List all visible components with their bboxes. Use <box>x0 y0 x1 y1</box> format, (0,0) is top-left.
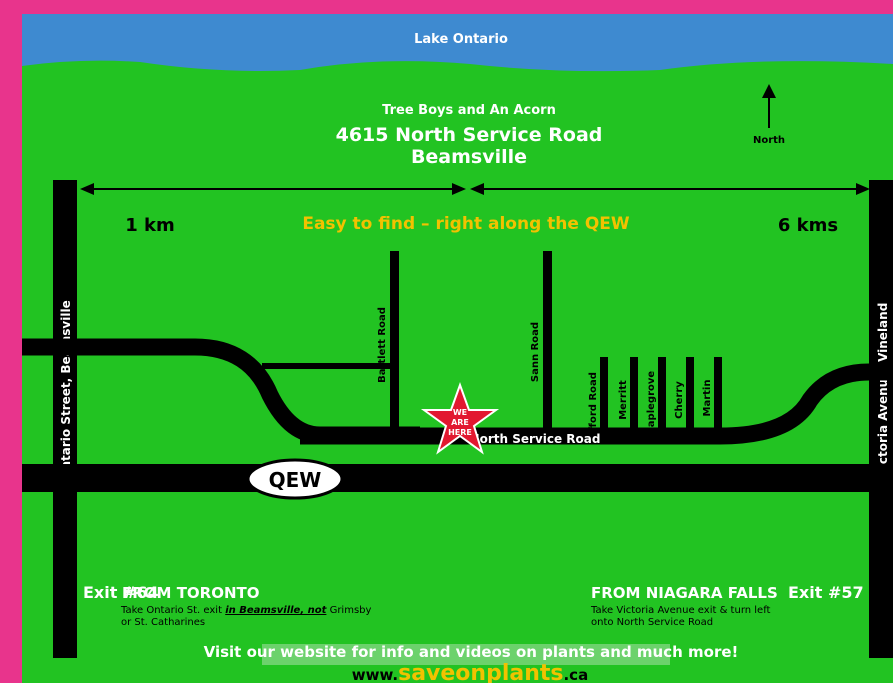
right-directions-line2: onto North Service Road <box>591 617 713 628</box>
url-brand: saveonplants <box>398 661 563 683</box>
cherry-label: Cherry <box>674 381 685 419</box>
tufford-label: Tufford Road <box>588 372 599 444</box>
footer-promo: Visit our website for info and videos on… <box>204 643 739 661</box>
cherry-road <box>686 357 694 437</box>
qew-shield <box>246 458 344 500</box>
left-text-post: Grimsby <box>326 605 371 616</box>
business-name: Tree Boys and An Acorn <box>382 103 556 118</box>
north-service-road <box>300 363 893 445</box>
victoria-avenue-label: Victoria Avenue, Vineland <box>876 303 890 478</box>
location-star-icon <box>420 382 500 455</box>
bartlett-label: Bartlett Road <box>377 307 388 383</box>
lake-label: Lake Ontario <box>414 32 508 47</box>
bartlett-road <box>390 251 399 438</box>
address-line2: Beamsville <box>411 146 527 168</box>
sann-label: Sann Road <box>530 322 541 382</box>
qew-label: QEW <box>269 468 322 492</box>
address-line1: 4615 North Service Road <box>336 124 603 146</box>
footer-panel <box>262 644 670 665</box>
north-service-label: North Service Road <box>470 432 601 446</box>
martin-label: Martin <box>702 380 713 417</box>
north-arrow-icon <box>762 84 776 128</box>
sann-road <box>543 251 552 438</box>
distance-right: 6 kms <box>778 215 838 236</box>
right-heading: FROM NIAGARA FALLS <box>591 584 778 602</box>
footer-url[interactable]: www.saveonplants.ca <box>352 661 588 683</box>
martin-road <box>714 357 722 437</box>
marker-line3: HERE <box>448 428 472 437</box>
tufford-road <box>600 357 608 437</box>
url-prefix: www. <box>352 666 398 683</box>
marker-line2: ARE <box>451 418 469 427</box>
distance-left: 1 km <box>125 215 175 236</box>
distance-arrow-right <box>470 183 870 195</box>
distance-arrow-left <box>80 183 466 195</box>
tagline: Easy to find – right along the QEW <box>302 214 630 234</box>
maplegrove-road <box>658 357 666 437</box>
left-text-emph: in Beamsville, not <box>225 605 327 616</box>
left-directions: Take Ontario St. exit in Beamsville, not… <box>120 605 372 616</box>
merritt-road <box>630 357 638 437</box>
lake-ontario <box>22 14 893 72</box>
left-heading: FROM TORONTO <box>122 584 260 602</box>
victoria-avenue-road <box>869 180 893 658</box>
ontario-street-label: Ontario Street, Beamsville <box>59 300 73 479</box>
qew-highway <box>22 464 893 492</box>
merritt-label: Merritt <box>618 380 629 420</box>
url-suffix: .ca <box>563 666 588 683</box>
right-directions-line1: Take Victoria Avenue exit & turn left <box>590 605 771 616</box>
marker-line1: WE <box>453 408 467 417</box>
left-directions-line2: or St. Catharines <box>121 617 205 628</box>
left-exit: Exit #64 <box>83 583 159 602</box>
left-text-pre: Take Ontario St. exit <box>120 605 225 616</box>
maplegrove-label: Maplegrove <box>646 371 657 438</box>
right-exit: Exit #57 <box>788 583 864 602</box>
north-label: North <box>753 135 785 146</box>
ontario-street-road <box>53 180 77 658</box>
